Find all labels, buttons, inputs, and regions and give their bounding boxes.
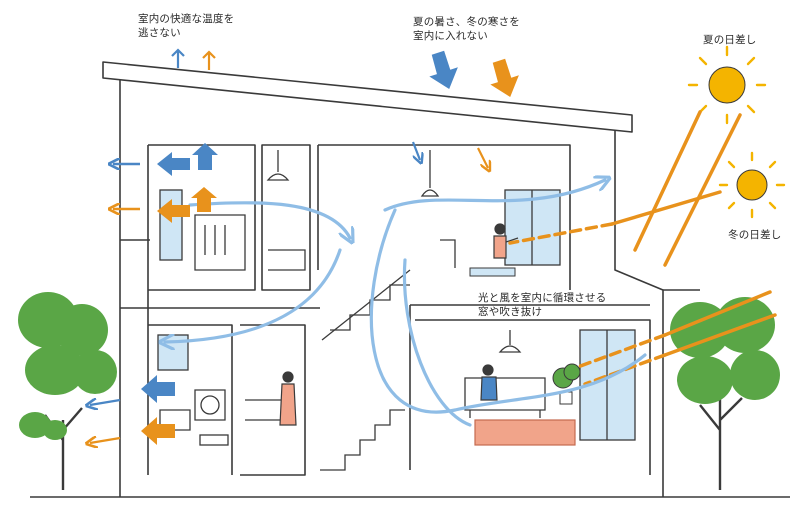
arrow-left-icon: [90, 152, 190, 445]
sun-icon: [718, 151, 786, 219]
house-plant: [552, 363, 581, 405]
arrow-up-icon: [171, 48, 218, 212]
furniture: [159, 150, 546, 446]
tree-icon: [18, 292, 117, 490]
airflow: [165, 180, 647, 427]
staircase: [320, 269, 411, 471]
rug: [474, 419, 576, 446]
arrow-down-icon: [411, 50, 519, 168]
label-block-heat-cold: 夏の暑さ、冬の寒さを 室内に入れない: [413, 16, 520, 42]
windows: [157, 189, 636, 441]
mat: [469, 267, 516, 277]
people: [279, 223, 519, 426]
roof: [102, 61, 633, 133]
label-light-wind: 光と風を室内に循環させる 窓や吹き抜け: [478, 292, 607, 318]
label-winter-sun: 冬の日差し: [728, 229, 782, 241]
sun-icon: [687, 45, 767, 125]
label-retain-temp: 室内の快適な温度を 逃さない: [138, 13, 235, 39]
label-summer-sun: 夏の日差し: [703, 34, 757, 46]
house: [102, 61, 700, 497]
